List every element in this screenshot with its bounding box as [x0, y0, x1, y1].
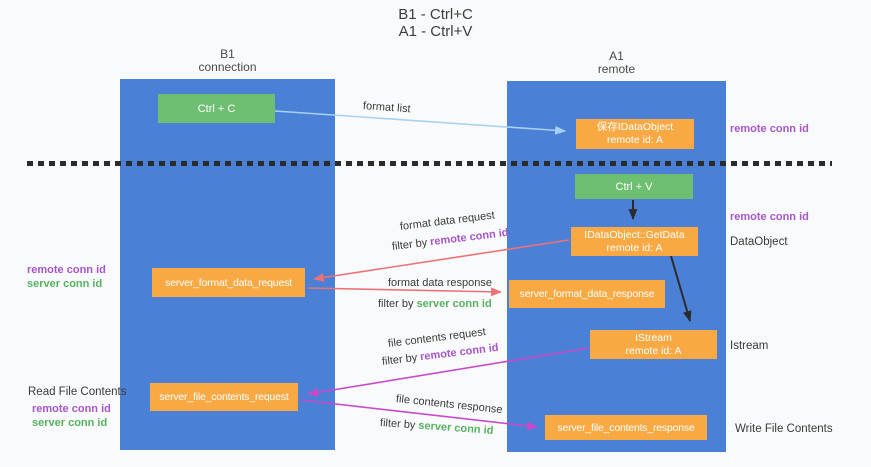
ctrl-v-box: Ctrl + V — [575, 174, 693, 199]
server-file-contents-request-box: server_file_contents_request — [150, 383, 298, 411]
filter-by-text: filter by — [391, 236, 428, 253]
column-header-b1: B1 connection — [120, 48, 335, 74]
server-format-data-request-label: server_format_data_request — [165, 276, 292, 289]
ctrl-c-box: Ctrl + C — [158, 94, 275, 123]
istream-box: IStream remote id: A — [590, 330, 717, 359]
server-format-data-request-box: server_format_data_request — [152, 268, 305, 297]
session-divider-dashed-line — [27, 161, 832, 166]
save-idataobject-line1: 保存IDataObject — [596, 121, 674, 133]
idataobject-getdata-line1: IDataObject::GetData — [584, 228, 685, 241]
server-format-data-response-label: server_format_data_response — [519, 288, 655, 300]
column-b1-name: B1 — [220, 47, 235, 61]
title-line-2: A1 - Ctrl+V — [398, 23, 473, 40]
istream-line1: IStream — [635, 331, 672, 344]
istream-line2: remote id: A — [625, 344, 682, 357]
remote-conn-id-left-top: remote conn id — [27, 264, 106, 276]
remote-conn-id-text: remote conn id — [419, 341, 500, 364]
idataobject-getdata-box: IDataObject::GetData remote id: A — [571, 227, 698, 256]
filter-by-text: filter by — [381, 351, 418, 368]
format-data-response-label: format data response — [388, 277, 492, 289]
server-format-data-response-box: server_format_data_response — [509, 280, 665, 308]
format-list-label: format list — [362, 100, 411, 116]
column-header-a1: A1 remote — [507, 50, 726, 76]
remote-conn-id-right-top: remote conn id — [730, 123, 809, 135]
ctrl-v-label: Ctrl + V — [615, 180, 653, 193]
idataobject-getdata-line2: remote id: A — [606, 241, 663, 254]
column-a1-subtitle: remote — [597, 62, 636, 76]
title-line-1: B1 - Ctrl+C — [398, 6, 473, 23]
diagram-title: B1 - Ctrl+C A1 - Ctrl+V — [0, 6, 871, 40]
server-file-contents-response-box: server_file_contents_response — [545, 415, 707, 440]
column-b1-subtitle: connection — [198, 60, 257, 74]
file-contents-response-label: file contents response — [395, 393, 504, 417]
server-conn-id-left-bottom: server conn id — [32, 417, 108, 429]
read-file-contents-label: Read File Contents — [28, 386, 127, 398]
ctrl-c-label: Ctrl + C — [197, 102, 236, 115]
remote-conn-id-text: remote conn id — [429, 226, 510, 249]
istream-side-label: Istream — [730, 340, 769, 352]
server-conn-id-left-top: server conn id — [27, 278, 103, 290]
save-idataobject-box: 保存IDataObject remote id: A — [576, 119, 694, 149]
remote-conn-id-right-mid: remote conn id — [730, 211, 809, 223]
server-file-contents-response-label: server_file_contents_response — [557, 421, 695, 434]
remote-conn-id-left-bottom: remote conn id — [32, 403, 111, 415]
server-file-contents-request-label: server_file_contents_request — [159, 391, 289, 403]
write-file-contents-label: Write File Contents — [735, 423, 833, 435]
filter-by-text: filter by — [378, 298, 414, 310]
filter-by-text: filter by — [379, 417, 416, 432]
save-idataobject-line2: remote id: A — [606, 134, 664, 146]
dataobject-label: DataObject — [730, 236, 788, 248]
server-conn-id-text: server conn id — [416, 298, 492, 310]
server-conn-id-text: server conn id — [417, 419, 494, 437]
column-a1-name: A1 — [609, 49, 624, 63]
